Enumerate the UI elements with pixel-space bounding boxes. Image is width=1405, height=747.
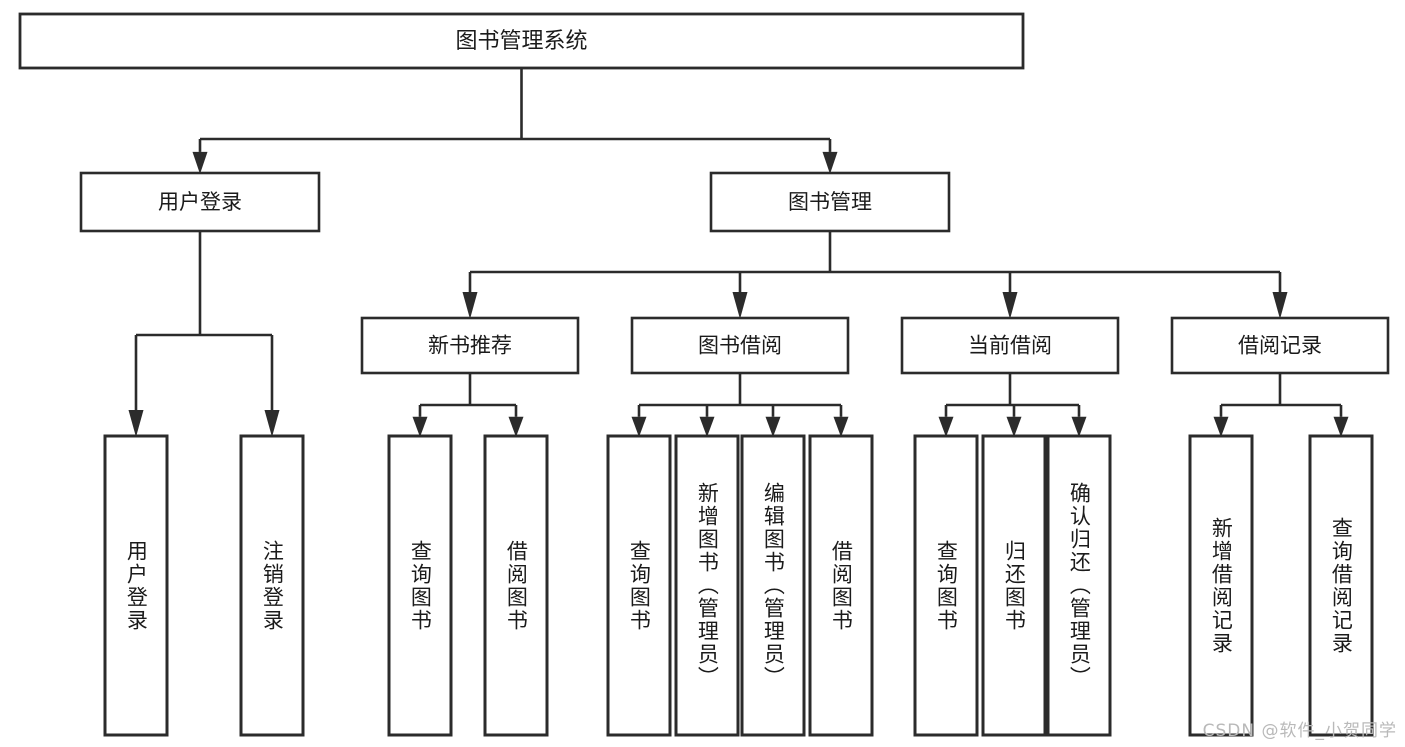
arrow-head-icon [1002, 292, 1018, 319]
arrow-head-icon [412, 416, 428, 437]
node-label-new-book-rec: 新书推荐 [428, 334, 512, 358]
arrow-head-icon [1333, 416, 1349, 437]
node-box-leaf-query-book-2[interactable] [606, 434, 672, 737]
node-label-root: 图书管理系统 [455, 29, 587, 54]
node-box-borrow-record[interactable] [1170, 316, 1390, 375]
arrow-head-icon [1071, 416, 1087, 437]
arrow-head-icon [631, 416, 647, 437]
arrow-head-icon [833, 416, 849, 437]
node-label-book-manage: 图书管理 [788, 190, 872, 214]
arrow-head-icon [822, 151, 838, 174]
arrow-head-icon [765, 416, 781, 437]
node-box-leaf-return-book[interactable] [981, 434, 1047, 737]
node-label-current-borrow: 当前借阅 [968, 334, 1052, 358]
arrow-head-icon [508, 416, 524, 437]
connector-layer [128, 68, 1349, 437]
node-box-leaf-logout[interactable] [239, 434, 305, 737]
node-label-book-borrow: 图书借阅 [698, 334, 782, 358]
node-label-borrow-record: 借阅记录 [1238, 334, 1322, 358]
arrow-head-icon [732, 292, 748, 319]
node-box-book-borrow[interactable] [630, 316, 850, 375]
node-box-book-manage[interactable] [709, 171, 951, 233]
node-box-leaf-borrow-book-2[interactable] [808, 434, 874, 737]
arrow-head-icon [192, 151, 208, 174]
node-box-user-login[interactable] [79, 171, 321, 233]
node-box-current-borrow[interactable] [900, 316, 1120, 375]
node-box-leaf-query-book-1[interactable] [387, 434, 453, 737]
arrow-head-icon [938, 416, 954, 437]
node-box-root[interactable] [18, 12, 1025, 70]
node-box-leaf-edit-book[interactable] [740, 434, 806, 737]
node-box-new-book-rec[interactable] [360, 316, 580, 375]
arrow-head-icon [1006, 416, 1022, 437]
node-box-leaf-add-record[interactable] [1188, 434, 1254, 737]
arrow-head-icon [1213, 416, 1229, 437]
arrow-head-icon [462, 292, 478, 319]
arrow-head-icon [1272, 292, 1288, 319]
node-box-leaf-borrow-book-1[interactable] [483, 434, 549, 737]
node-box-leaf-query-book-3[interactable] [913, 434, 979, 737]
node-box-leaf-add-book[interactable] [674, 434, 740, 737]
arrow-head-icon [264, 410, 280, 437]
node-box-leaf-confirm-return[interactable] [1046, 434, 1112, 737]
node-box-leaf-query-record[interactable] [1308, 434, 1374, 737]
node-label-user-login: 用户登录 [158, 190, 242, 214]
arrow-head-icon [128, 410, 144, 437]
node-box-leaf-user-login[interactable] [103, 434, 169, 737]
node-box-layer [18, 12, 1390, 737]
arrow-head-icon [699, 416, 715, 437]
watermark-text: CSDN @软件_小贺同学 [1202, 721, 1397, 741]
